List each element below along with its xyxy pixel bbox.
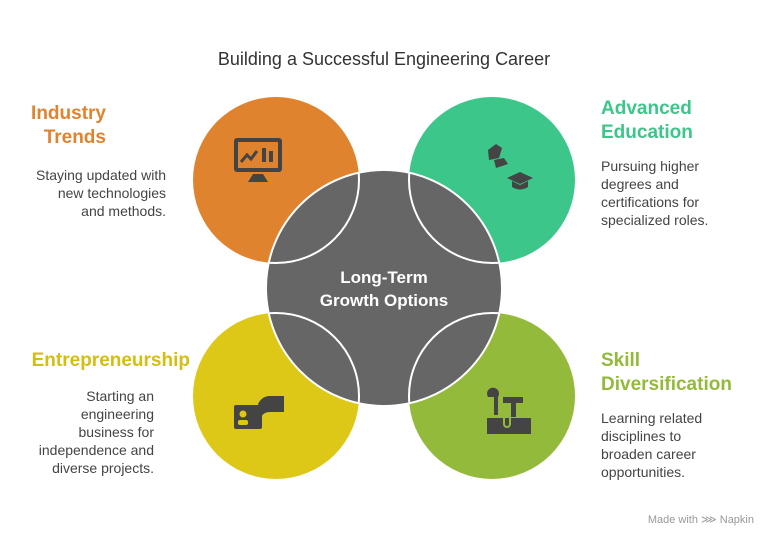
graduation-cap-icon xyxy=(488,144,533,190)
business-card-hand-icon xyxy=(234,396,284,429)
desc-line: Pursuing higher xyxy=(601,158,700,174)
heading-line: Entrepreneurship xyxy=(31,350,190,371)
heading-line: Diversification xyxy=(601,374,732,395)
heading-line: Education xyxy=(601,122,693,143)
desc-line: disciplines to xyxy=(601,428,682,444)
made-with-napkin: Made with ⋙ Napkin xyxy=(648,513,754,526)
heading-line: Skill xyxy=(601,350,641,371)
napkin-logo-icon: ⋙ xyxy=(701,514,717,526)
entrepreneurship-description: Starting an engineering business for ind… xyxy=(39,387,154,477)
desc-line: business for xyxy=(78,424,154,440)
brand-label: Napkin xyxy=(719,514,754,526)
toolbox-icon xyxy=(487,387,531,434)
center-label-line1: Long-Term xyxy=(340,268,428,287)
center-label: Long-Term Growth Options xyxy=(284,266,484,312)
heading-line: Trends xyxy=(43,127,106,148)
industry-trends-description: Staying updated with new technologies an… xyxy=(36,166,166,220)
desc-line: Learning related xyxy=(601,410,703,426)
advanced-education-description: Pursuing higher degrees and certificatio… xyxy=(601,157,708,229)
center-circle xyxy=(265,169,503,407)
skill-diversification-heading: Skill Diversification xyxy=(601,349,732,397)
desc-line: degrees and xyxy=(601,176,679,192)
desc-line: new technologies xyxy=(57,185,166,201)
heading-line: Advanced xyxy=(601,98,692,119)
monitor-chart-icon xyxy=(234,138,282,182)
desc-line: independence and xyxy=(38,442,154,458)
desc-line: certifications for xyxy=(601,194,700,210)
advanced-education-heading: Advanced Education xyxy=(601,97,693,145)
center-label-line2: Growth Options xyxy=(319,291,449,310)
desc-line: engineering xyxy=(80,406,154,422)
desc-line: broaden career xyxy=(601,446,696,462)
desc-line: and methods. xyxy=(81,203,166,219)
desc-line: opportunities. xyxy=(601,464,686,480)
page-title: Building a Successful Engineering Career xyxy=(217,49,551,69)
industry-trends-heading: Industry Trends xyxy=(31,102,106,150)
entrepreneurship-heading: Entrepreneurship xyxy=(32,349,190,373)
overlap-arcs xyxy=(266,170,502,406)
desc-line: specialized roles. xyxy=(601,212,709,228)
desc-line: diverse projects. xyxy=(52,460,154,476)
desc-line: Starting an xyxy=(86,388,154,404)
skill-diversification-description: Learning related disciplines to broaden … xyxy=(601,409,702,481)
heading-line: Industry xyxy=(31,103,106,124)
desc-line: Staying updated with xyxy=(36,167,166,183)
made-with-label: Made with xyxy=(647,514,698,526)
